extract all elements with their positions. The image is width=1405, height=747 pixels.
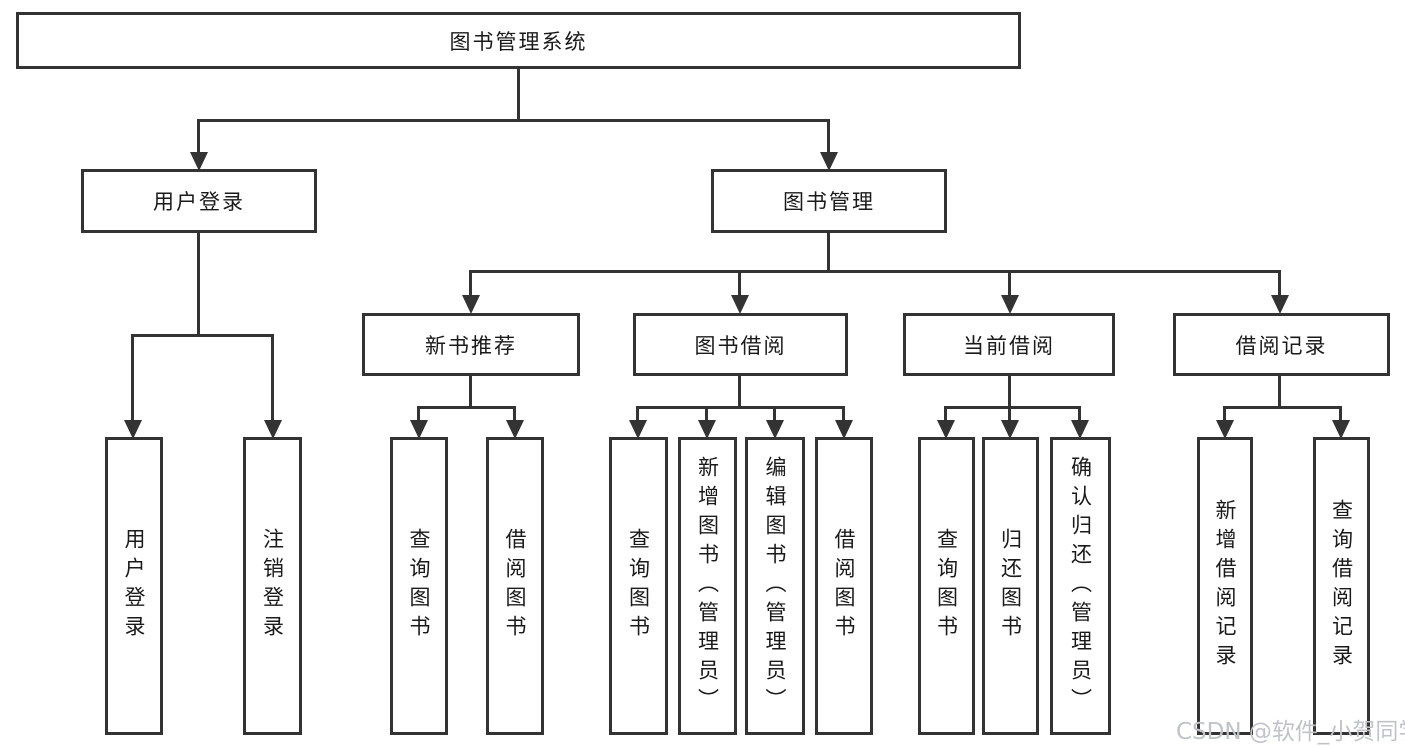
node-leaf-user-login: 用户登录 <box>105 437 163 735</box>
connector-line <box>773 406 776 421</box>
node-leaf-add-books-admin: 新增图书（管理员） <box>678 437 737 735</box>
arrow-down-icon <box>190 152 208 171</box>
node-label: 新增借阅记录 <box>1213 499 1237 673</box>
node-library-system: 图书管理系统 <box>16 12 1021 69</box>
node-book-management: 图书管理 <box>711 169 947 233</box>
node-label: 当前借阅 <box>963 333 1055 358</box>
connector-line <box>738 270 741 297</box>
node-label: 编辑图书（管理员） <box>763 455 787 717</box>
connector-line <box>1223 406 1226 421</box>
connector-line <box>1278 376 1281 408</box>
connector-line <box>517 69 520 120</box>
connector-line <box>944 406 947 421</box>
connector-line <box>1008 270 1011 297</box>
arrow-down-icon <box>1271 295 1289 314</box>
arrow-down-icon <box>731 295 749 314</box>
connector-line <box>705 406 708 421</box>
node-leaf-return-books: 归还图书 <box>982 437 1039 735</box>
node-label: 查询图书 <box>626 528 651 644</box>
node-current-borrowing: 当前借阅 <box>903 313 1115 376</box>
node-new-book-recommend: 新书推荐 <box>362 313 580 376</box>
node-leaf-edit-books-admin: 编辑图书（管理员） <box>745 437 805 735</box>
node-label: 用户登录 <box>153 190 245 214</box>
arrow-down-icon <box>1001 295 1019 314</box>
node-leaf-confirm-return-admin: 确认归还（管理员） <box>1050 437 1111 735</box>
connector-line <box>1223 406 1342 409</box>
arrow-down-icon <box>1332 420 1350 439</box>
arrow-down-icon <box>1001 420 1019 439</box>
node-leaf-query-books: 查询图书 <box>918 437 975 735</box>
node-leaf-borrow-books: 借阅图书 <box>815 437 873 735</box>
arrow-down-icon <box>1071 420 1089 439</box>
connector-line <box>1278 270 1281 297</box>
node-leaf-borrow-books: 借阅图书 <box>486 437 544 735</box>
connector-line <box>469 270 1281 273</box>
connector-line <box>131 334 134 422</box>
arrow-down-icon <box>766 420 784 439</box>
node-label: 新书推荐 <box>425 333 517 358</box>
connector-line <box>1008 376 1011 408</box>
connector-line <box>271 334 274 422</box>
node-label: 图书借阅 <box>694 333 787 358</box>
arrow-down-icon <box>506 420 524 439</box>
arrow-down-icon <box>835 420 853 439</box>
arrow-down-icon <box>264 420 282 439</box>
node-label: 图书管理 <box>783 190 875 214</box>
connector-line <box>1339 406 1342 421</box>
node-leaf-query-books: 查询图书 <box>609 437 668 735</box>
connector-line <box>417 406 516 409</box>
node-leaf-query-books: 查询图书 <box>390 437 448 735</box>
connector-line <box>469 270 472 297</box>
connector-line <box>197 119 830 122</box>
node-user-login: 用户登录 <box>81 169 317 233</box>
arrow-down-icon <box>937 420 955 439</box>
connector-line <box>944 406 1081 409</box>
node-borrowing-records: 借阅记录 <box>1173 313 1390 376</box>
node-label: 确认归还（管理员） <box>1068 455 1093 717</box>
node-label: 查询借阅记录 <box>1329 499 1354 673</box>
node-leaf-add-borrow-record: 新增借阅记录 <box>1197 437 1253 735</box>
connector-line <box>131 334 274 337</box>
node-label: 注销登录 <box>260 528 285 644</box>
arrow-down-icon <box>1216 420 1234 439</box>
connector-line <box>842 406 845 421</box>
connector-line <box>827 119 830 153</box>
node-label: 归还图书 <box>998 528 1023 644</box>
node-label: 图书管理系统 <box>449 29 588 54</box>
node-label: 借阅记录 <box>1235 333 1328 358</box>
node-label: 查询图书 <box>407 528 431 644</box>
arrow-down-icon <box>629 420 647 439</box>
node-label: 借阅图书 <box>503 528 527 644</box>
node-book-borrowing: 图书借阅 <box>633 313 848 376</box>
node-label: 借阅图书 <box>832 528 856 644</box>
connector-line <box>197 233 200 336</box>
connector-line <box>197 119 200 153</box>
connector-line <box>738 376 741 408</box>
node-leaf-logout: 注销登录 <box>243 437 302 735</box>
connector-line <box>636 406 639 421</box>
arrow-down-icon <box>124 420 142 439</box>
watermark-text: CSDN @软件_小贺同学 <box>1176 719 1405 745</box>
node-label: 查询图书 <box>934 528 959 644</box>
node-label: 用户登录 <box>122 528 146 644</box>
node-leaf-query-borrow-record: 查询借阅记录 <box>1313 437 1370 735</box>
connector-line <box>1008 406 1011 421</box>
arrow-down-icon <box>820 152 838 171</box>
arrow-down-icon <box>410 420 428 439</box>
connector-line <box>469 376 472 408</box>
connector-line <box>1078 406 1081 421</box>
connector-line <box>513 406 516 421</box>
connector-line <box>417 406 420 421</box>
arrow-down-icon <box>698 420 716 439</box>
node-label: 新增图书（管理员） <box>695 455 720 717</box>
connector-line <box>636 406 845 409</box>
connector-line <box>827 233 830 273</box>
arrow-down-icon <box>462 295 480 314</box>
